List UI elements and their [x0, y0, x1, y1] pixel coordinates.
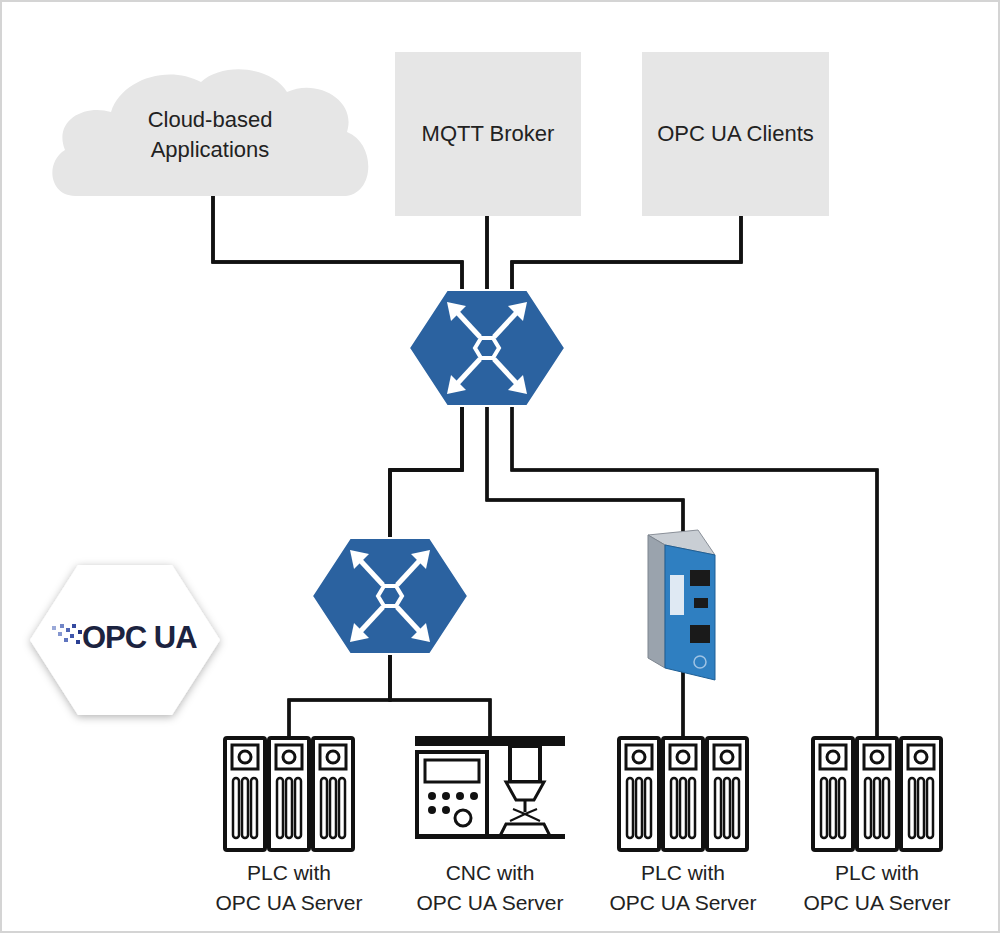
network-switch: [409, 290, 565, 406]
cnc-button: [442, 806, 450, 814]
service-box: OPC UA Clients: [642, 52, 829, 216]
network-cable: [213, 196, 877, 736]
cloud-outline: [45, 60, 375, 196]
logo-dot: [76, 640, 80, 644]
network-switch: [312, 538, 468, 654]
plc-icon: [813, 738, 941, 850]
plc-icon: [619, 738, 747, 850]
cloud-shape: [52, 69, 368, 196]
node-label: PLC with OPC UA Server: [793, 858, 961, 918]
gateway-port: [690, 625, 710, 643]
logo-dot: [64, 638, 68, 642]
gateway-side: [648, 535, 665, 668]
cnc-button: [428, 792, 436, 800]
logo-dot: [60, 624, 64, 628]
logo-dot: [70, 634, 74, 638]
network-cable: [213, 196, 683, 736]
logo-dot: [78, 630, 82, 634]
logo-dot: [52, 626, 56, 630]
cnc-base: [415, 834, 565, 839]
logo-dot: [66, 628, 70, 632]
cnc-button: [442, 792, 450, 800]
cnc-top-bar: [415, 736, 565, 746]
plc-icon: [225, 738, 353, 850]
cnc-spark: [525, 814, 540, 821]
cnc-spark: [525, 809, 537, 814]
node-label: OPC UA Clients: [657, 119, 814, 149]
cnc-icon: [415, 736, 565, 839]
node-label: PLC with OPC UA Server: [205, 858, 373, 918]
cnc-chuck: [506, 782, 544, 800]
network-cable: [487, 216, 877, 736]
cloud-shape: Cloud-based Applications: [45, 60, 375, 196]
cnc-button: [428, 806, 436, 814]
node-label: Cloud-based Applications: [135, 105, 285, 165]
gateway-sticker: [670, 575, 684, 615]
service-box: MQTT Broker: [395, 52, 581, 216]
cnc-button: [456, 792, 464, 800]
logo-hexagon: [30, 565, 220, 715]
cnc-dial: [455, 810, 471, 826]
cnc-button: [470, 792, 478, 800]
cnc-cabinet: [417, 752, 487, 836]
opc-ua-logo: [30, 565, 220, 715]
node-label: PLC with OPC UA Server: [599, 858, 767, 918]
cnc-spark: [510, 814, 525, 821]
logo-dot: [72, 624, 76, 628]
gateway-port: [694, 598, 708, 608]
cnc-tool: [524, 800, 527, 812]
network-cable: [390, 216, 741, 736]
gateway-port: [690, 570, 710, 586]
cnc-screen: [425, 760, 479, 782]
network-cable: [213, 196, 490, 736]
logo-dot: [58, 632, 62, 636]
network-cable: [512, 216, 877, 736]
gateway-device: [648, 530, 715, 680]
gateway-ornament: [694, 656, 706, 668]
network-cable: [289, 216, 741, 736]
node-label: MQTT Broker: [422, 119, 555, 149]
cnc-spark: [513, 809, 525, 814]
cnc-spindle: [510, 746, 540, 782]
gateway-front: [665, 545, 715, 680]
node-label: CNC with OPC UA Server: [406, 858, 574, 918]
